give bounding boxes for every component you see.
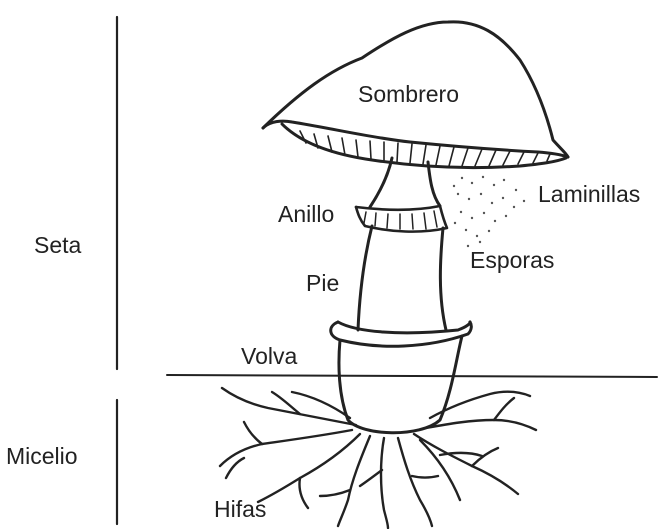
label-laminillas: Laminillas: [538, 183, 640, 206]
label-sombrero: Sombrero: [358, 83, 459, 106]
label-anillo: Anillo: [278, 203, 334, 226]
stem-lower: [358, 226, 446, 330]
label-micelio: Micelio: [6, 445, 78, 468]
label-esporas: Esporas: [470, 249, 554, 272]
spores-dots: [453, 176, 525, 247]
label-hifas: Hifas: [214, 498, 266, 521]
label-seta: Seta: [34, 234, 81, 257]
gills-lines: [300, 131, 550, 166]
ring-shape: [356, 206, 447, 232]
volva-shape: [331, 322, 472, 433]
label-volva: Volva: [241, 345, 297, 368]
label-pie: Pie: [306, 272, 339, 295]
ground-line: [167, 375, 657, 377]
hyphae-roots: [220, 388, 536, 528]
